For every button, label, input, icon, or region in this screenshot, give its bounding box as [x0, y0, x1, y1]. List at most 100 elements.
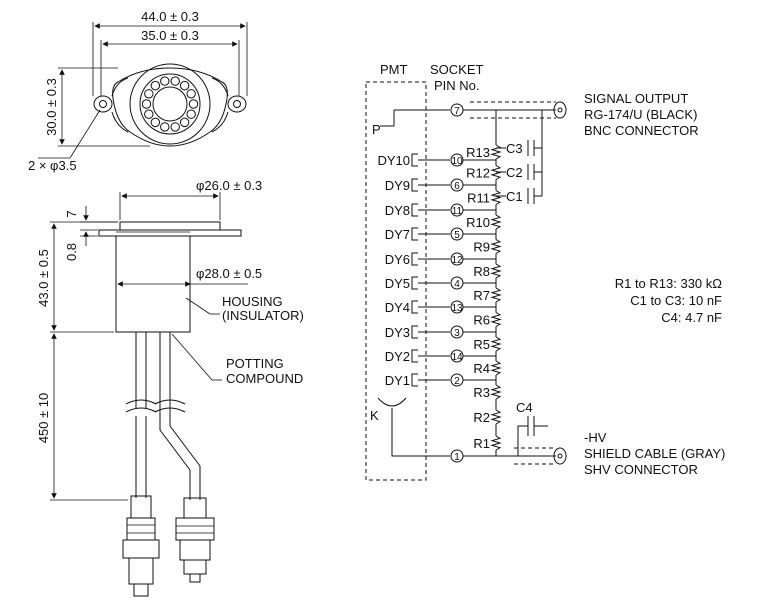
resistor-symbol [490, 263, 502, 279]
socket-pin-hole [170, 76, 180, 86]
resistor-label: R2 [473, 410, 490, 425]
resistor-symbol [490, 384, 502, 400]
hv-label-3: SHV CONNECTOR [584, 462, 698, 477]
dynode-label: DY5 [385, 276, 410, 291]
pin-number: 6 [454, 181, 460, 192]
resistor-label: R6 [473, 313, 490, 328]
pin-number: 2 [454, 376, 460, 387]
dynode-label: DY4 [385, 300, 410, 315]
resistor-label: R12 [466, 166, 490, 181]
value-c4: C4: 4.7 nF [661, 310, 722, 325]
capacitor-label: C1 [506, 189, 523, 204]
dim-dia-body: φ28.0 ± 0.5 [196, 266, 262, 281]
dynode-label: DY9 [385, 178, 410, 193]
label-housing-1: HOUSING [222, 294, 283, 309]
dynode-symbol [411, 349, 418, 363]
resistor-label: R13 [466, 145, 490, 160]
dynode-label: DY3 [385, 325, 410, 340]
resistor-label: R1 [473, 436, 490, 451]
dim-width-inner: 35.0 ± 0.3 [141, 28, 199, 43]
side-view: φ26.0 ± 0.3 φ28.0 ± 0.5 7 0.8 43.0 ± 0.5… [36, 178, 304, 597]
resistor-symbol [490, 144, 502, 160]
pin-number: 10 [451, 156, 463, 167]
socket-pin-hole [179, 80, 190, 91]
socket-pin-hole [150, 117, 161, 128]
resistor-label: R3 [473, 385, 490, 400]
resistor-symbol [490, 312, 502, 327]
socket-pin-hole [141, 99, 152, 109]
label-housing-2: (INSULATOR) [222, 308, 304, 323]
dynode-symbol [411, 203, 418, 217]
resistor-label: R5 [473, 337, 490, 352]
resistor-label: R11 [467, 191, 490, 206]
dynode-symbol [411, 227, 418, 241]
top-view: 44.0 ± 0.3 35.0 ± 0.3 30.0 ± 0.3 2 × φ3.… [28, 9, 248, 173]
resistor-symbol [490, 336, 502, 352]
socket-label-2: PIN No. [434, 78, 480, 93]
pin-number: 4 [454, 279, 460, 290]
resistor-symbol [490, 214, 502, 230]
dynode-symbol [411, 153, 418, 167]
hv-label-1: -HV [584, 430, 607, 445]
dim-height-flange: 30.0 ± 0.3 [44, 78, 59, 136]
socket-pin-hole [144, 89, 154, 99]
resistor-symbol [490, 239, 502, 254]
anode-label: P [372, 122, 381, 137]
pin-cathode-label: 1 [454, 452, 460, 463]
dim-holes: 2 × φ3.5 [28, 158, 77, 173]
value-capacitors: C1 to C3: 10 nF [630, 293, 722, 308]
socket-pin-hole [170, 122, 180, 132]
pin-anode-label: 7 [454, 106, 460, 117]
socket-label-1: SOCKET [430, 62, 484, 77]
dynode-label: DY10 [377, 153, 410, 168]
signal-label-2: RG-174/U (BLACK) [584, 107, 697, 122]
socket-pin-hole [144, 109, 154, 119]
value-resistors: R1 to R13: 330 kΩ [615, 276, 723, 291]
resistor-label: R7 [473, 288, 490, 303]
dynode-symbol [411, 373, 418, 387]
dim-width-outer: 44.0 ± 0.3 [141, 9, 199, 24]
capacitor-label: C2 [506, 165, 523, 180]
pmt-box [365, 81, 427, 481]
socket-pin-hole [150, 80, 161, 91]
socket-pin-hole [179, 117, 190, 128]
pin-number: 11 [452, 206, 463, 217]
resistor-label: R8 [473, 264, 490, 279]
pin-number: 14 [451, 352, 463, 363]
pmt-label: PMT [380, 62, 408, 77]
dim-dia-top: φ26.0 ± 0.3 [196, 178, 262, 193]
pin-number: 3 [454, 328, 460, 339]
socket-pin-hole [160, 122, 170, 132]
resistor-symbol [490, 190, 502, 205]
dim-flange-thk: 7 [64, 210, 79, 217]
socket-pin-hole [186, 109, 196, 119]
dynode-symbol [411, 325, 418, 339]
dynode-symbol [411, 252, 418, 266]
cap-c4: C4 [516, 400, 533, 415]
dynode-label: DY6 [385, 252, 410, 267]
socket-pin-hole [188, 99, 199, 109]
signal-label-3: BNC CONNECTOR [584, 123, 699, 138]
cathode-label: K [370, 408, 379, 423]
signal-label-1: SIGNAL OUTPUT [584, 91, 688, 106]
socket-pin-hole [160, 76, 170, 86]
pin-number: 5 [454, 230, 460, 241]
dynode-symbol [411, 276, 418, 290]
resistor-symbol [490, 360, 502, 376]
label-potting-1: POTTING [226, 356, 284, 371]
dynode-label: DY8 [385, 203, 410, 218]
dim-step: 0.8 [64, 243, 79, 261]
resistor-label: R9 [473, 240, 490, 255]
dynode-symbol [411, 178, 418, 192]
dim-cable-len: 450 ± 10 [36, 393, 51, 444]
dynode-label: DY1 [385, 373, 410, 388]
dynode-symbol [411, 300, 418, 314]
resistor-symbol [490, 435, 502, 451]
resistor-symbol [490, 287, 502, 303]
pin-number: 12 [451, 255, 463, 266]
dim-body-len: 43.0 ± 0.5 [36, 249, 51, 307]
dynode-label: DY7 [385, 227, 410, 242]
socket-pin-hole [186, 89, 196, 99]
